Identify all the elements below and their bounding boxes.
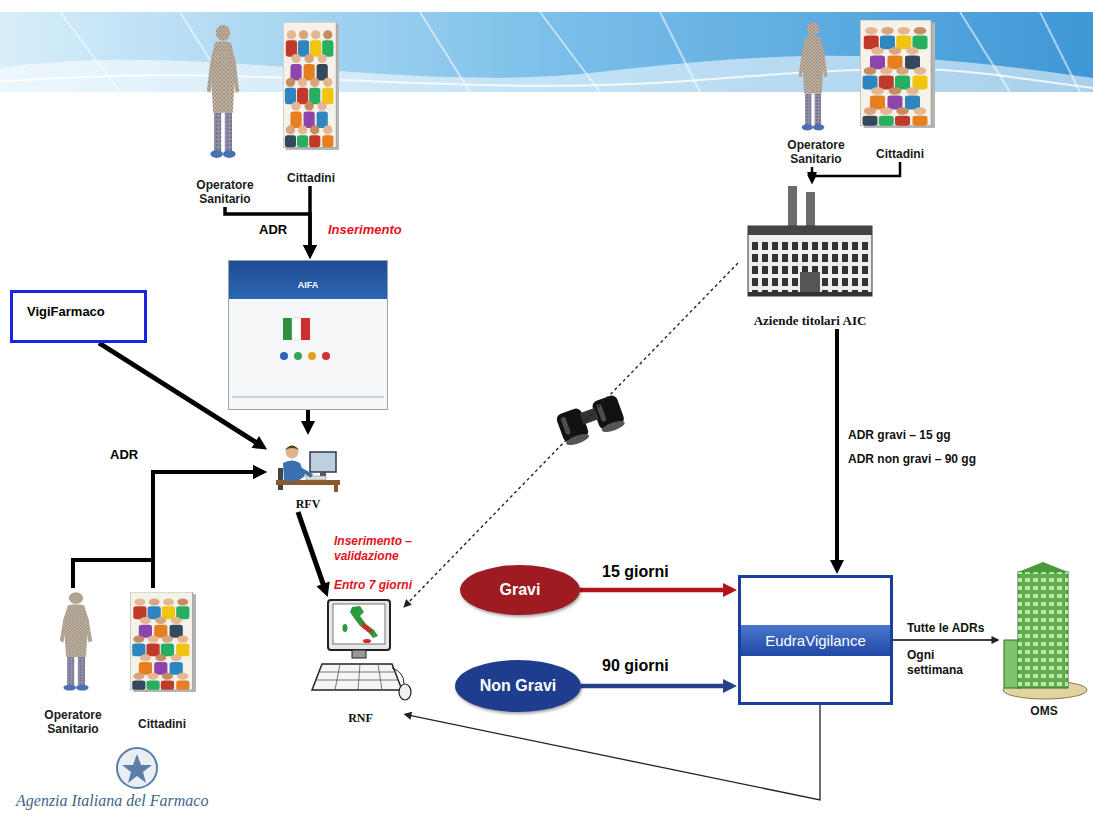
operator-figure: [60, 592, 92, 690]
note-text: Ogni settimana: [905, 648, 989, 678]
oval-label: Gravi: [500, 581, 541, 599]
figure-label: Operatore Sanitario: [190, 178, 260, 206]
operator-figure: Operatore Sanitario: [781, 18, 851, 167]
figure-label: OMS: [1030, 704, 1057, 718]
operator-at-computer: [276, 446, 340, 493]
figure-label: RNF: [348, 711, 373, 725]
arrow-label: ADR: [257, 222, 289, 237]
flow-arrow: [153, 472, 260, 588]
figure-label: Operatore Sanitario: [781, 138, 851, 166]
flow-arrow: [580, 588, 730, 593]
operator-figure: [207, 25, 239, 158]
box-title: VigiFarmaco: [27, 304, 105, 319]
national-network-icon: RNF: [318, 598, 403, 726]
figure-label: Aziende titolari AIC: [754, 314, 867, 328]
flow-arrow: [225, 207, 310, 252]
citizens-picture: [130, 592, 196, 692]
flow-arrow: [73, 472, 260, 588]
flow-arrow: [298, 512, 325, 590]
citizens-picture: Cittadini: [128, 588, 196, 732]
figure-label: Cittadini: [876, 147, 924, 161]
national-network-computer: [312, 600, 411, 700]
citizens-picture: Cittadini: [280, 18, 342, 186]
oval-label: Non Gravi: [480, 677, 556, 695]
arrow-label: ADR gravi – 15 gg: [846, 428, 953, 443]
citizens-picture: [283, 22, 339, 150]
arrow-label: 15 giorni: [600, 563, 671, 581]
operator-figure: Operatore Sanitario: [38, 588, 108, 737]
note-text: Entro 7 giorni: [332, 578, 414, 593]
figure-label: Cittadini: [138, 717, 186, 731]
flow-arrow: [306, 410, 310, 428]
operator-figure: [799, 22, 828, 130]
who-building: [1003, 562, 1087, 699]
database-box: EudraVigilance: [738, 575, 893, 705]
site-logo-text: AIFA: [298, 280, 319, 290]
figure-label: Operatore Sanitario: [38, 708, 108, 736]
system-box: VigiFarmaco: [10, 290, 147, 343]
arrow-label: ADR: [108, 447, 140, 462]
note-text: ADR non gravi – 90 gg: [846, 452, 978, 467]
agency-emblem: [117, 748, 157, 788]
database-logo-text: EudraVigilance: [741, 625, 890, 656]
monitoring-dashed-arrow: [406, 263, 738, 605]
flow-arrow: [581, 684, 730, 689]
arrow-label: 90 giorni: [600, 657, 671, 675]
note-text: Inserimento: [326, 222, 404, 237]
factory-building: Aziende titolari AIC: [738, 183, 882, 329]
figure-label: Cittadini: [287, 171, 335, 185]
severity-oval: Gravi: [460, 565, 580, 615]
flow-arrow: [308, 186, 312, 252]
factory-building: [748, 186, 872, 296]
arrow-label: Tutte le ADRs: [905, 621, 986, 636]
regional-centre-icon: RFV: [268, 436, 348, 512]
citizens-picture: [860, 20, 935, 128]
flow-arrow: [893, 639, 996, 641]
note-text: Inserimento – validazione: [332, 534, 430, 564]
agency-name: Agenzia Italiana del Farmaco: [14, 793, 210, 808]
flow-arrow: [407, 705, 820, 800]
figure-label: RFV: [296, 497, 321, 511]
flow-arrow: [835, 329, 839, 567]
who-building: OMS: [1000, 555, 1088, 719]
citizens-picture: Cittadini: [862, 18, 938, 162]
severity-oval: Non Gravi: [455, 660, 581, 712]
website-screenshot: AIFA: [228, 260, 388, 410]
operator-figure: Operatore Sanitario: [190, 18, 260, 207]
